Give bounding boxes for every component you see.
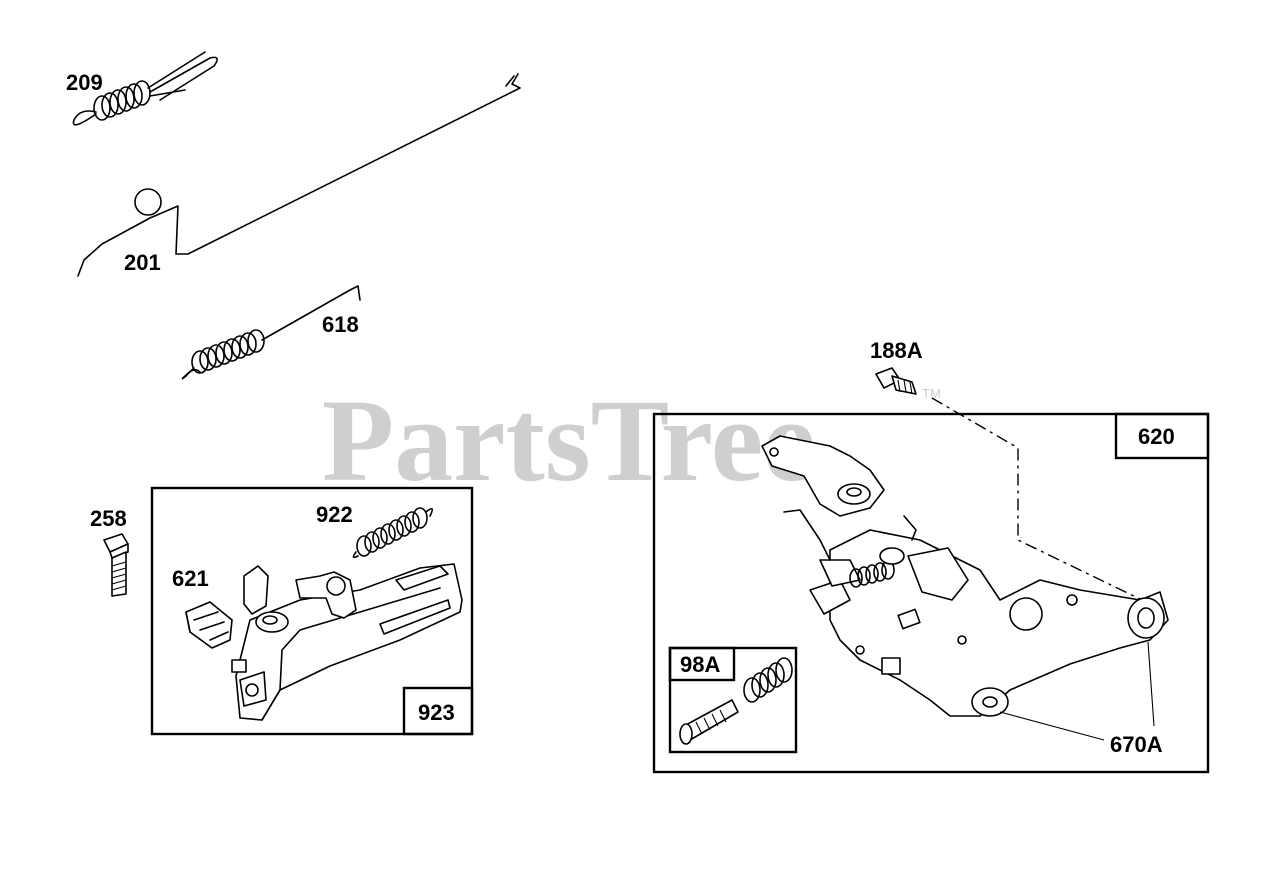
label-923[interactable]: 923 bbox=[418, 700, 455, 725]
part-922-spring[interactable] bbox=[352, 507, 434, 559]
spring-620 bbox=[849, 560, 895, 588]
label-620[interactable]: 620 bbox=[1138, 424, 1175, 449]
box-620[interactable]: 620 98A bbox=[652, 412, 1210, 774]
label-201[interactable]: 201 bbox=[124, 250, 161, 275]
leader-188A bbox=[931, 397, 1143, 601]
part-620-bracket[interactable] bbox=[761, 435, 1169, 717]
watermark-tm: TM bbox=[922, 386, 941, 401]
leader-670A bbox=[999, 641, 1155, 741]
box-923[interactable]: 923 922 621 bbox=[150, 486, 474, 736]
part-923-bracket[interactable] bbox=[231, 563, 463, 721]
label-188A[interactable]: 188A bbox=[870, 338, 923, 363]
label-621[interactable]: 621 bbox=[172, 566, 209, 591]
spring-coils-618 bbox=[191, 329, 265, 374]
label-670A[interactable]: 670A bbox=[1110, 732, 1163, 757]
watermark-text: PartsTree bbox=[322, 375, 816, 506]
spring-coils-209 bbox=[93, 80, 151, 121]
label-209[interactable]: 209 bbox=[66, 70, 103, 95]
part-258-bolt[interactable] bbox=[103, 533, 129, 597]
label-922[interactable]: 922 bbox=[316, 502, 353, 527]
part-188A-bolt[interactable] bbox=[875, 367, 917, 395]
watermark: PartsTree TM bbox=[322, 375, 941, 506]
part-621-clip[interactable] bbox=[185, 601, 233, 649]
part-201-wire[interactable] bbox=[77, 73, 521, 277]
part-98A-screw-spring[interactable] bbox=[679, 657, 793, 745]
label-98A[interactable]: 98A bbox=[680, 652, 720, 677]
label-258[interactable]: 258 bbox=[90, 506, 127, 531]
part-618-spring[interactable] bbox=[181, 285, 361, 380]
label-618[interactable]: 618 bbox=[322, 312, 359, 337]
part-209-spring[interactable] bbox=[72, 51, 218, 126]
box-98A[interactable]: 98A bbox=[668, 646, 798, 754]
